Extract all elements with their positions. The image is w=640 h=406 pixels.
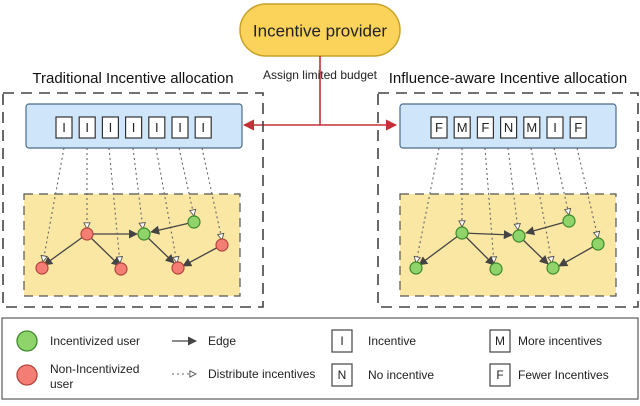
left-distribute-arrow-7 — [201, 147, 222, 240]
left-slot-box — [148, 116, 166, 139]
right-slot-box — [476, 116, 494, 139]
legend-distribute-label: Distribute incentives — [208, 367, 315, 381]
left-panel-title: Traditional Incentive allocation — [32, 70, 233, 87]
budget-label: Assign limited budget — [263, 68, 378, 82]
left-edge-1 — [43, 233, 88, 266]
legend-fewer-symbol: F — [496, 368, 503, 382]
right-slot-label: N — [504, 120, 513, 135]
left-distribute-arrows — [43, 147, 222, 263]
left-distribute-arrow-1 — [43, 147, 65, 262]
right-slot-box — [500, 116, 518, 139]
legend-edge-label: Edge — [208, 334, 236, 348]
right-edge-1 — [418, 232, 463, 266]
left-node-non-incentivized — [114, 262, 128, 276]
legend-no-incentive-label: No incentive — [368, 368, 434, 382]
legend-fewer-icon — [489, 363, 511, 387]
right-edge-4 — [525, 220, 570, 236]
right-node-incentivized — [409, 261, 423, 275]
right-graph-edges — [418, 220, 599, 267]
right-slot-label: F — [481, 120, 489, 135]
left-slot-label: I — [132, 120, 136, 135]
right-node-incentivized — [591, 237, 605, 251]
legend-fewer-label: Fewer Incentives — [518, 368, 609, 382]
left-slot-label: I — [155, 120, 159, 135]
left-node-incentivized — [187, 215, 201, 229]
legend-incentive-symbol: I — [340, 334, 343, 348]
left-distribute-arrow-6 — [178, 147, 194, 216]
right-graph-area — [399, 193, 617, 297]
left-slot-box — [55, 116, 73, 139]
legend-no-incentive-symbol: N — [338, 368, 347, 382]
right-distribute-arrow-6 — [553, 147, 569, 215]
right-slot-box — [523, 116, 541, 139]
left-slot-label: I — [85, 120, 89, 135]
right-distribute-arrow-7 — [576, 147, 598, 238]
right-slot-box — [453, 116, 471, 139]
left-slot-label: I — [178, 120, 182, 135]
legend-more-symbol: M — [495, 334, 505, 348]
left-node-non-incentivized — [215, 238, 229, 252]
right-edge-6 — [558, 243, 599, 267]
left-slot-label: I — [62, 120, 66, 135]
right-slot-label: F — [574, 120, 582, 135]
left-distribute-arrow-3 — [108, 147, 120, 263]
right-node-incentivized — [562, 214, 576, 228]
legend-more-label: More incentives — [518, 334, 602, 348]
left-slot-box — [78, 116, 96, 139]
legend-box — [1, 317, 639, 400]
right-panel — [377, 92, 639, 308]
legend-no-incentive-icon — [331, 363, 353, 387]
legend-green-node-icon — [16, 330, 38, 352]
right-slot-label: F — [435, 120, 443, 135]
left-edge-6 — [182, 244, 223, 267]
right-panel-title: Influence-aware Incentive allocation — [389, 70, 627, 87]
left-edge-4 — [150, 221, 195, 235]
left-graph-area — [23, 193, 241, 297]
left-slot-box — [171, 116, 189, 139]
legend-non-incentivized-label-2: user — [50, 377, 73, 391]
left-edge-2 — [86, 233, 121, 267]
left-slot-label: I — [109, 120, 113, 135]
left-slot-label: I — [201, 120, 205, 135]
right-distribute-arrow-4 — [507, 147, 518, 230]
legend-incentivized-label: Incentivized user — [50, 334, 140, 348]
legend-incentive-label: Incentive — [368, 334, 416, 348]
right-node-incentivized — [489, 262, 503, 276]
left-slot-box — [194, 116, 212, 139]
incentive-provider-label: Incentive provider — [253, 21, 388, 40]
right-edge-2 — [461, 232, 495, 266]
left-edge-5 — [143, 233, 175, 264]
right-distribute-arrows — [416, 147, 598, 263]
right-slot-box — [430, 116, 448, 139]
legend-non-incentivized-label: Non-Incentivized — [50, 362, 139, 376]
left-node-non-incentivized — [80, 227, 94, 241]
legend-red-node-icon — [16, 364, 38, 386]
left-distribute-arrow-4 — [132, 147, 143, 229]
right-distribute-arrow-3 — [484, 147, 494, 263]
right-slot-label: M — [457, 120, 468, 135]
left-slot-box — [101, 116, 120, 139]
left-node-non-incentivized — [171, 261, 185, 275]
left-node-non-incentivized — [35, 261, 49, 275]
right-node-incentivized — [546, 261, 560, 275]
right-edge-3 — [461, 230, 513, 240]
legend-incentive-icon — [331, 329, 353, 353]
right-slot-label: M — [526, 120, 537, 135]
left-slot-box — [124, 116, 143, 139]
legend-more-icon — [489, 329, 511, 353]
right-node-incentivized — [512, 229, 526, 243]
right-slot-label: I — [553, 120, 557, 135]
right-node-incentivized — [455, 226, 469, 240]
left-graph-edges — [43, 221, 223, 267]
left-panel — [2, 92, 264, 308]
left-node-incentivized — [137, 227, 151, 241]
right-slot-box — [546, 116, 564, 139]
right-edge-5 — [518, 235, 549, 265]
right-slot-box — [569, 116, 587, 139]
